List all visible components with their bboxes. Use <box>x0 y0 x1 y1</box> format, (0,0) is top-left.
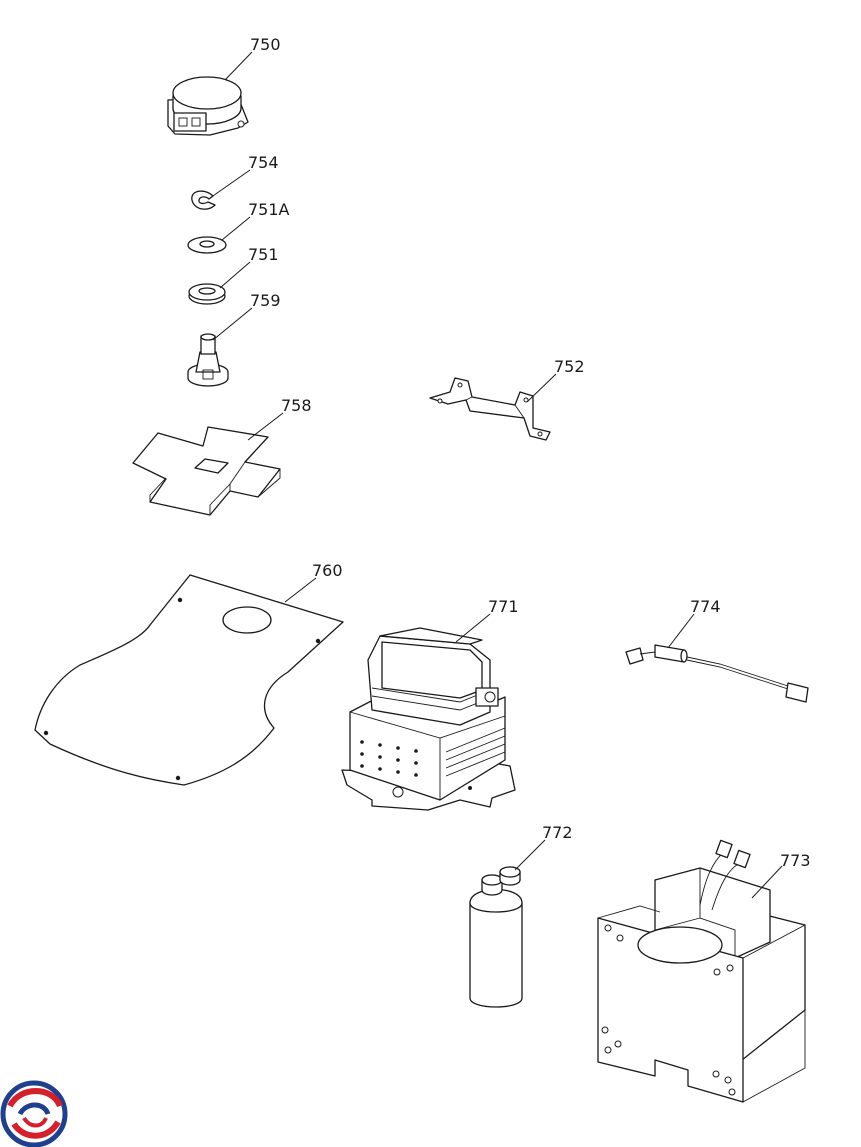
part-758-insulation-sheet[interactable] <box>132 426 281 516</box>
part-750-turntable-motor[interactable] <box>167 76 249 136</box>
label-759: 759 <box>250 291 281 310</box>
magnetron-holes <box>360 740 418 777</box>
part-771-magnetron[interactable] <box>341 627 516 811</box>
leader-752 <box>526 373 557 403</box>
label-758: 758 <box>281 396 312 415</box>
label-752: 752 <box>554 357 585 376</box>
leader-774 <box>667 613 695 649</box>
label-774: 774 <box>690 597 721 616</box>
part-751-washer[interactable] <box>188 283 226 305</box>
label-772: 772 <box>542 823 573 842</box>
label-773: 773 <box>780 851 811 870</box>
part-751a-washer[interactable] <box>187 236 227 254</box>
label-760: 760 <box>312 561 343 580</box>
part-773-transformer[interactable] <box>597 839 806 1103</box>
leader-750 <box>224 51 253 81</box>
brand-swirl-logo-icon <box>0 1080 68 1147</box>
leader-773 <box>751 865 783 899</box>
leader-760 <box>284 577 317 603</box>
leader-772 <box>514 839 546 871</box>
part-754-clip[interactable] <box>191 190 216 210</box>
leader-751 <box>219 261 251 289</box>
leader-758 <box>247 412 284 441</box>
part-759-coupler[interactable] <box>187 333 229 387</box>
label-754: 754 <box>248 153 279 172</box>
part-760-insulation-plate[interactable] <box>34 574 344 786</box>
leader-754 <box>209 169 251 199</box>
part-752-bracket[interactable] <box>429 377 551 441</box>
part-772-capacitor[interactable] <box>469 866 523 1008</box>
leader-751a <box>221 216 251 241</box>
label-771: 771 <box>488 597 519 616</box>
label-751a: 751A <box>248 200 290 219</box>
label-751: 751 <box>248 245 279 264</box>
label-750: 750 <box>250 35 281 54</box>
leader-759 <box>212 307 253 341</box>
part-774-fuse-wire[interactable] <box>625 644 809 703</box>
leader-771 <box>455 613 491 643</box>
